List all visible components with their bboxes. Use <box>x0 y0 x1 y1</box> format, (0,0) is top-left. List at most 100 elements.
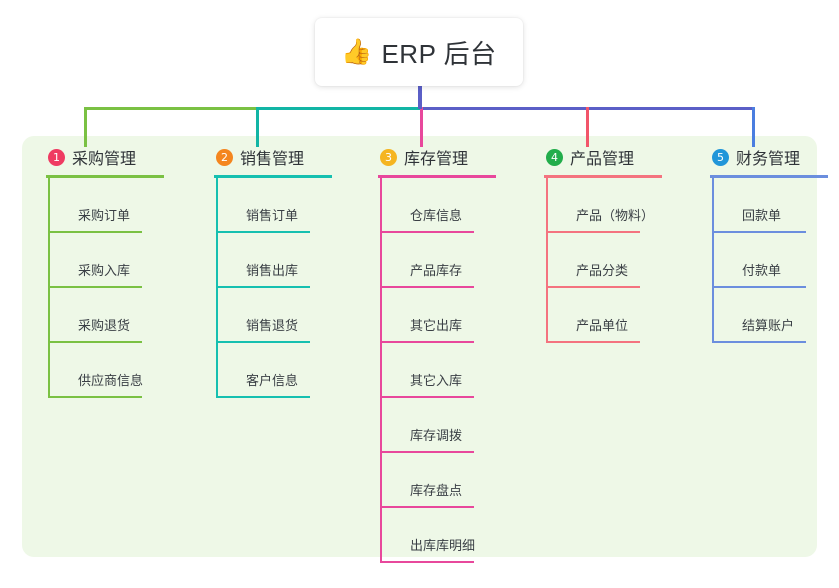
leaf-node-label: 产品单位 <box>576 318 629 333</box>
leaf-node-underline <box>48 231 142 233</box>
branch-number-badge-sales: 2 <box>216 148 233 166</box>
branch-header-inventory[interactable]: 3 库存管理 <box>362 145 517 169</box>
leaf-node-label: 出库库明细 <box>410 538 476 553</box>
leaf-node-underline <box>546 231 640 233</box>
branch-header-finance[interactable]: 5 财务管理 <box>694 145 839 169</box>
leaf-node-label: 客户信息 <box>246 373 299 388</box>
leaf-node[interactable]: 库存盘点 <box>380 453 517 508</box>
branch-underline-sales <box>214 175 332 178</box>
branch-underline-purchasing <box>46 175 164 178</box>
leaf-node-label: 库存盘点 <box>410 483 463 498</box>
leaf-node[interactable]: 产品库存 <box>380 233 517 288</box>
branch-number-badge-finance: 5 <box>712 148 729 166</box>
leaf-node-underline <box>216 396 310 398</box>
thumbs-up-icon: 👍 <box>341 37 373 66</box>
leaf-node-underline <box>546 341 640 343</box>
leaf-node[interactable]: 采购入库 <box>48 233 185 288</box>
leaf-node[interactable]: 客户信息 <box>216 343 353 398</box>
leaf-node[interactable]: 供应商信息 <box>48 343 185 398</box>
leaf-node-label: 结算账户 <box>742 318 795 333</box>
leaf-node-label: 产品分类 <box>576 263 629 278</box>
leaf-node-underline <box>216 286 310 288</box>
leaf-node[interactable]: 出库库明细 <box>380 508 517 563</box>
leaf-node-label: 销售出库 <box>246 263 299 278</box>
branch-spine-inventory <box>380 178 382 563</box>
leaf-node-label: 采购入库 <box>78 263 131 278</box>
drop-product <box>586 107 589 147</box>
leaf-node-label: 付款单 <box>742 263 782 278</box>
branch-items-purchasing: 采购订单采购入库采购退货供应商信息 <box>30 178 185 398</box>
root-node-erp-backend[interactable]: 👍 ERP 后台 <box>315 18 523 86</box>
drop-sales <box>256 107 259 147</box>
branch-number-badge-purchasing: 1 <box>48 148 65 166</box>
leaf-node[interactable]: 其它入库 <box>380 343 517 398</box>
leaf-node-label: 产品库存 <box>410 263 463 278</box>
leaf-node[interactable]: 结算账户 <box>712 288 839 343</box>
leaf-node-label: 仓库信息 <box>410 208 463 223</box>
branch-underline-inventory <box>378 175 496 178</box>
leaf-node[interactable]: 其它出库 <box>380 288 517 343</box>
leaf-node[interactable]: 回款单 <box>712 178 839 233</box>
leaf-node-label: 采购退货 <box>78 318 131 333</box>
diagram-canvas-panel <box>22 136 817 557</box>
leaf-node[interactable]: 产品（物料） <box>546 178 683 233</box>
leaf-node-underline <box>380 286 474 288</box>
leaf-node-underline <box>712 286 806 288</box>
leaf-node[interactable]: 库存调拨 <box>380 398 517 453</box>
branch-number-badge-inventory: 3 <box>380 148 397 166</box>
branch-title-inventory: 库存管理 <box>404 151 469 168</box>
leaf-node-label: 销售订单 <box>246 208 299 223</box>
leaf-node[interactable]: 销售退货 <box>216 288 353 343</box>
leaf-node-underline <box>712 231 806 233</box>
leaf-node-underline <box>380 561 474 563</box>
branch-title-sales: 销售管理 <box>240 151 305 168</box>
branch-column-inventory: 3 库存管理仓库信息产品库存其它出库其它入库库存调拨库存盘点出库库明细 <box>362 145 517 563</box>
branch-spine-finance <box>712 178 714 343</box>
leaf-node[interactable]: 产品分类 <box>546 233 683 288</box>
leaf-node-label: 供应商信息 <box>78 373 144 388</box>
leaf-node-underline <box>380 451 474 453</box>
branch-items-product: 产品（物料） 产品分类产品单位 <box>528 178 683 343</box>
leaf-node-underline <box>380 396 474 398</box>
branch-items-inventory: 仓库信息产品库存其它出库其它入库库存调拨库存盘点出库库明细 <box>362 178 517 563</box>
leaf-node[interactable]: 采购订单 <box>48 178 185 233</box>
leaf-node-label: 回款单 <box>742 208 782 223</box>
branch-underline-product <box>544 175 662 178</box>
drop-inventory <box>420 107 423 147</box>
branch-column-sales: 2 销售管理销售订单销售出库销售退货客户信息 <box>198 145 353 398</box>
branch-spine-purchasing <box>48 178 50 398</box>
leaf-node-underline <box>380 506 474 508</box>
leaf-node[interactable]: 销售出库 <box>216 233 353 288</box>
leaf-node-label: 库存调拨 <box>410 428 463 443</box>
leaf-node-label: 产品（物料） <box>576 208 655 223</box>
branch-number-badge-product: 4 <box>546 148 563 166</box>
leaf-node-underline <box>48 341 142 343</box>
leaf-node-label: 其它入库 <box>410 373 463 388</box>
leaf-node-underline <box>712 341 806 343</box>
branch-underline-finance <box>710 175 828 178</box>
leaf-node-label: 其它出库 <box>410 318 463 333</box>
leaf-node[interactable]: 采购退货 <box>48 288 185 343</box>
branch-title-finance: 财务管理 <box>736 151 801 168</box>
trunk-connector <box>418 86 422 109</box>
branch-items-finance: 回款单付款单结算账户 <box>694 178 839 343</box>
leaf-node-underline <box>216 341 310 343</box>
leaf-node-underline <box>216 231 310 233</box>
leaf-node-underline <box>546 286 640 288</box>
leaf-node[interactable]: 付款单 <box>712 233 839 288</box>
leaf-node-underline <box>380 341 474 343</box>
leaf-node-underline <box>48 396 142 398</box>
leaf-node[interactable]: 产品单位 <box>546 288 683 343</box>
leaf-node-label: 销售退货 <box>246 318 299 333</box>
leaf-node[interactable]: 销售订单 <box>216 178 353 233</box>
branch-column-finance: 5 财务管理回款单付款单结算账户 <box>694 145 839 343</box>
branch-header-sales[interactable]: 2 销售管理 <box>198 145 353 169</box>
branch-spine-sales <box>216 178 218 398</box>
leaf-node[interactable]: 仓库信息 <box>380 178 517 233</box>
root-node-label: ERP 后台 <box>381 38 497 69</box>
